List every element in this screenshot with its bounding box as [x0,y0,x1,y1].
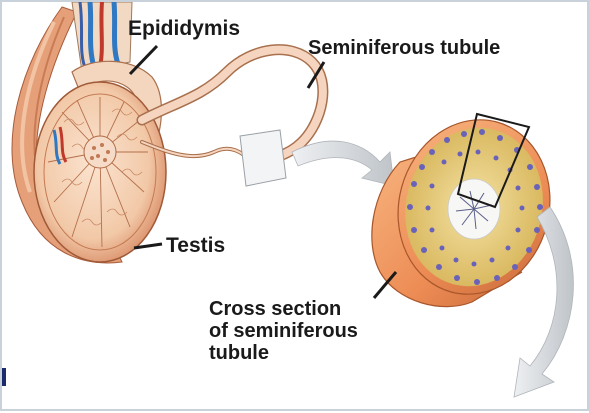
zoom-box [456,112,531,209]
cross-section-label-line-1: Cross section [209,298,342,320]
tubule-cut-plane [239,129,287,187]
testis-leader [133,242,163,250]
edge-mark [2,368,6,386]
epididymis-leader [128,44,159,76]
leader-lines [128,44,398,299]
cross-section-label-line-2: of seminiferous [209,320,358,342]
cell-nuclei [407,129,543,285]
testis-drawing [11,2,167,264]
cross-section-leader [372,271,398,299]
cross-section-label: Cross section of seminiferous tubule [209,298,358,364]
magnify-arrow [291,140,395,187]
seminiferous-tubule-drawing [136,44,329,187]
testis-label: Testis [166,234,226,257]
epididymis-label: Epididymis [128,17,241,40]
descending-arrow [513,206,574,398]
tubule-leader [306,61,326,89]
cross-section-label-line-3: tubule [209,342,269,364]
cross-section-drawing [371,112,551,308]
seminiferous-tubule-label: Seminiferous tubule [308,37,501,59]
